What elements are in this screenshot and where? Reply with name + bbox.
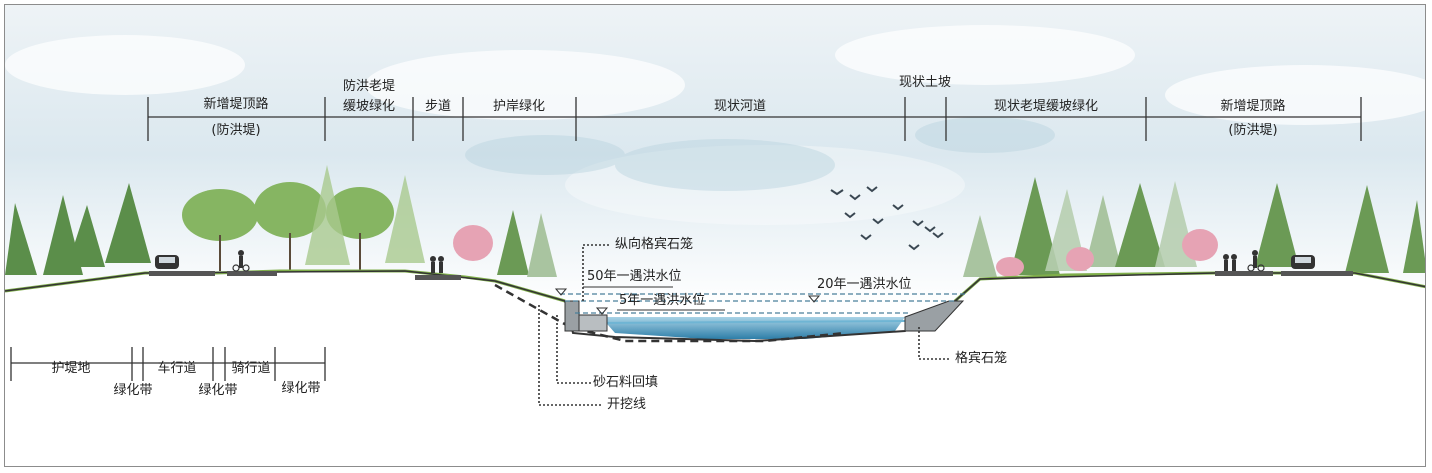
zone-new-dike-road-left-sub: (防洪堤) [211,123,261,138]
ann-longitudinal-gabion: 纵向格宾石笼 [615,237,694,252]
dim-green-belt-2: 绿化带 [198,383,238,398]
level-markers [554,288,821,315]
bottom-dimensions [10,347,326,381]
dim-green-belt-3: 绿化带 [281,381,321,396]
car-right [1291,255,1315,269]
dim-green-belt-1: 绿化带 [113,383,153,398]
level-underlines [583,286,725,311]
zone-current-river: 现状河道 [713,99,767,114]
excavation-line [494,283,846,343]
ann-flood-5yr: 5年一遇洪水位 [619,293,706,308]
dim-carriageway: 车行道 [157,361,197,376]
ann-gravel-backfill: 砂石料回填 [593,375,659,390]
diagram-frame: 新增堤顶路 (防洪堤) 防洪老堤 缓坡绿化 步道 护岸绿化 现状河道 现状土坡 … [4,4,1426,467]
zone-current-soil-slope: 现状土坡 [898,75,952,90]
zone-new-dike-road-right-sub: (防洪堤) [1228,123,1278,138]
cloud-tints [465,117,1055,191]
zone-flood-old-dike-line1: 防洪老堤 [342,79,396,94]
zone-new-dike-road-left: 新增堤顶路 [203,97,269,112]
roads [149,271,1353,280]
car-left [155,255,179,269]
ground-body [5,271,1425,466]
birds [830,186,944,251]
top-dimensions [147,97,1362,141]
ann-excavation-line: 开挖线 [607,397,647,412]
zone-current-old-dike-green: 现状老堤缓坡绿化 [993,99,1099,114]
zone-flood-old-dike-line2: 缓坡绿化 [342,99,396,114]
dim-bike-lane: 骑行道 [231,361,271,376]
gabion-right [904,300,965,332]
dim-dike-land: 护堤地 [51,361,91,376]
gabion-left [564,300,608,332]
ann-flood-50yr: 50年一遇洪水位 [587,269,682,284]
trees-right [963,177,1425,277]
clouds [5,25,1425,225]
people [238,250,1258,273]
zone-new-dike-road-right: 新增堤顶路 [1220,99,1286,114]
bikes [232,264,1265,272]
flood-levels [560,293,965,314]
trees-left [5,165,557,277]
ann-gabion: 格宾石笼 [955,351,1008,366]
leader-lines [538,244,951,406]
zone-walkway: 步道 [424,99,452,114]
zone-bank-green: 护岸绿化 [492,99,546,114]
diagram-artwork [5,5,1425,466]
ann-flood-20yr: 20年一遇洪水位 [817,277,912,292]
